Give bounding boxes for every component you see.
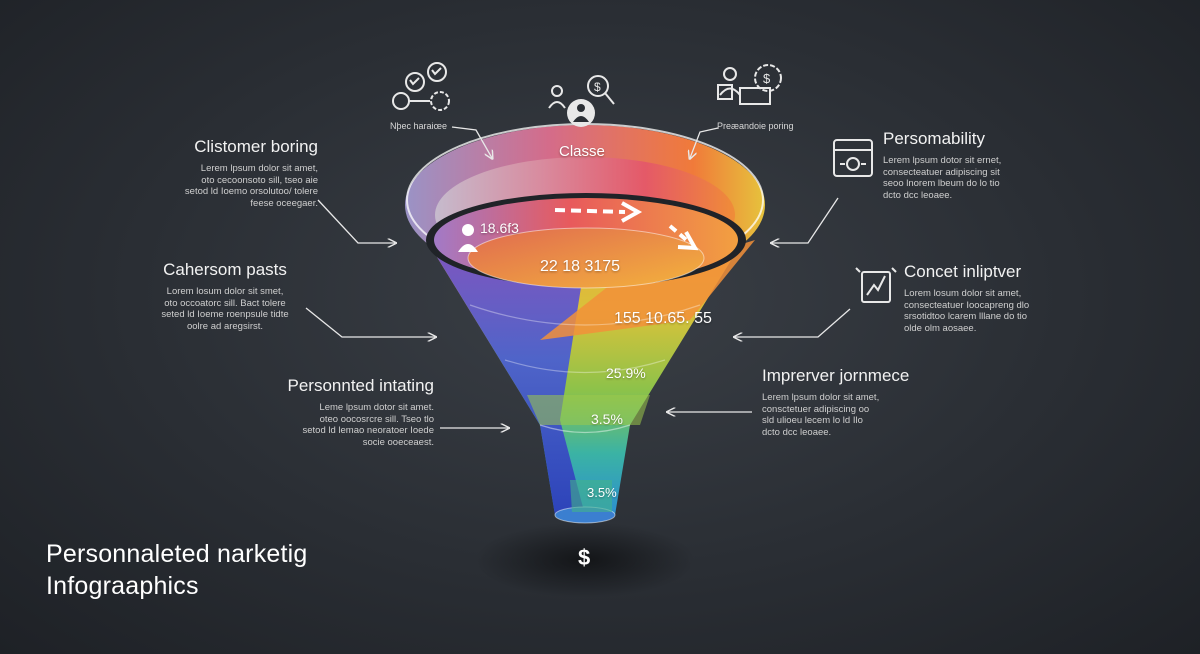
right-block-heading: Imprerver jornmece xyxy=(762,366,910,385)
funnel-layer5-value: 3.5% xyxy=(591,411,623,427)
dollar-symbol: $ xyxy=(578,545,591,570)
connector-arrows xyxy=(305,126,851,428)
browser-window-icon xyxy=(833,139,873,177)
funnel-rim-label: Classe xyxy=(559,143,605,160)
right-block-persomability: Persomability Lerem lpsum dotor sit erne… xyxy=(883,129,1063,201)
title-line-2: Infograaphics xyxy=(46,572,199,600)
right-block-imprerver: Imprerver jornmece Lerem lpsum dolor sit… xyxy=(762,366,942,438)
funnel-layer2-value: 22 18 3175 xyxy=(540,258,621,275)
user-gear-dollar-icon: $ xyxy=(717,64,782,105)
right-block-body: Lorem losum dolor sit amet, consecteatue… xyxy=(904,288,1030,334)
right-block-body: Lerem lpsum dolor sit amet, consctetuer … xyxy=(762,392,880,438)
workflow-gear-icon xyxy=(392,62,450,111)
right-block-body: Lerem lpsum dotor sit ernet, consecteatu… xyxy=(883,155,1002,201)
funnel-layer1-value: 18.6f3 xyxy=(480,220,519,236)
funnel-layer6-value: 3.5% xyxy=(587,485,617,500)
title-line-1: Personnaleted narketig xyxy=(46,540,308,568)
svg-text:$: $ xyxy=(594,80,601,94)
infographic-title: Personnaleted narketig Infograaphics xyxy=(46,538,308,602)
funnel-layer3-value: 155 10.65. 55 xyxy=(614,310,712,327)
right-block-heading: Persomability xyxy=(883,129,986,148)
right-block-concet: Concet inliptver Lorem losum dolor sit a… xyxy=(904,262,1094,334)
left-block-personnted: Personnted intating Leme lpsum dotor sit… xyxy=(262,376,435,448)
floor-shadow xyxy=(475,522,695,598)
person-icon xyxy=(458,224,478,252)
left-block-body: Lerem lpsum dolor sit amet, oto cecoonso… xyxy=(184,163,318,209)
svg-text:$: $ xyxy=(763,71,771,86)
user-dollar-search-icon: $ xyxy=(548,75,615,127)
left-block-cahersom: Cahersom pasts Lorem losum dolor sit sme… xyxy=(140,260,310,332)
left-block-heading: Personnted intating xyxy=(287,376,435,395)
left-block-customer: Clistomer boring Lerem lpsum dolor sit a… xyxy=(150,137,318,209)
flow-arrow-2 xyxy=(668,224,692,245)
left-block-body: Leme lpsum dotor sit amet. oteo oocosrcr… xyxy=(302,402,434,448)
left-block-heading: Clistomer boring xyxy=(194,137,318,156)
chart-monitor-icon xyxy=(855,267,897,303)
top-left-icon-label: Nþec haraiœe xyxy=(390,121,448,131)
funnel-green-band xyxy=(527,395,650,425)
right-block-heading: Concet inliptver xyxy=(904,262,1022,281)
funnel-tip-band xyxy=(570,480,612,512)
left-block-body: Lorem losum dolor sit smet, oto occoator… xyxy=(161,286,289,332)
left-block-heading: Cahersom pasts xyxy=(163,260,287,279)
top-right-icon-label: Preæandoie poring xyxy=(717,121,794,131)
funnel-layer4-value: 25.9% xyxy=(606,365,646,381)
flow-arrow-1 xyxy=(554,208,626,214)
